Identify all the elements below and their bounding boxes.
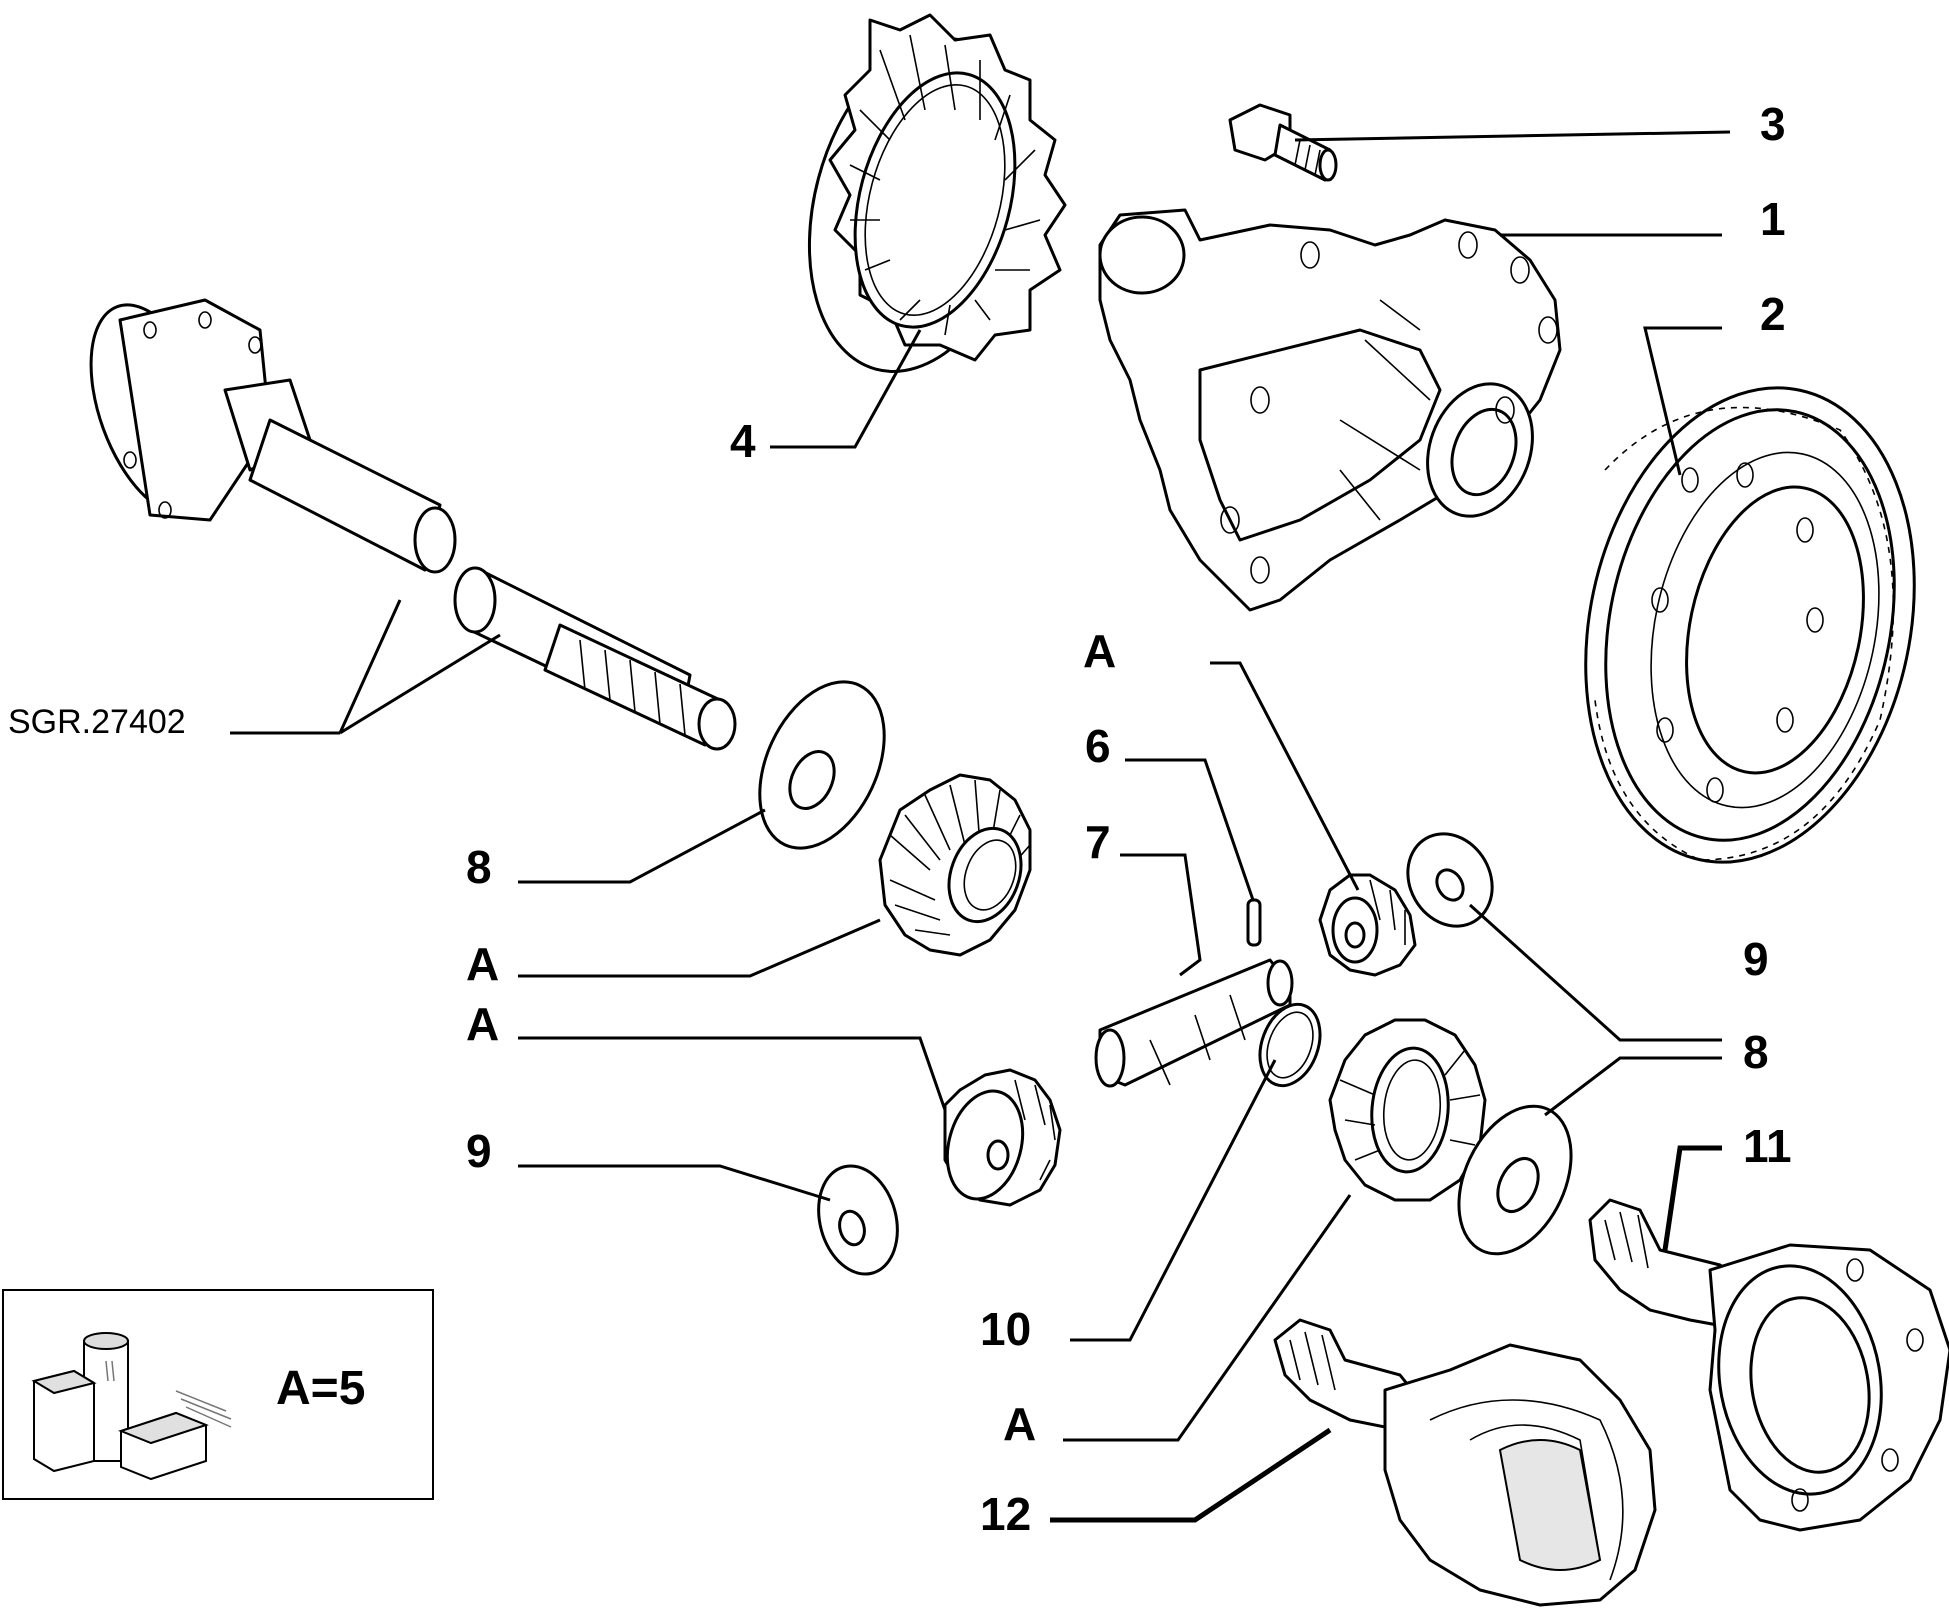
callout-a-bottom: A — [1003, 1398, 1036, 1450]
legend-box: A=5 — [2, 1289, 434, 1500]
callout-9-left: 9 — [466, 1125, 492, 1177]
callout-2: 2 — [1760, 288, 1786, 340]
callout-7: 7 — [1085, 816, 1111, 868]
side-gear-a-lower — [1328, 1018, 1487, 1202]
legend-quantity-text: A=5 — [276, 1362, 366, 1415]
differential-housing-1 — [1098, 208, 1562, 612]
snap-ring-10 — [1258, 1002, 1322, 1088]
callout-10: 10 — [980, 1303, 1031, 1355]
callout-11: 11 — [1743, 1120, 1792, 1172]
callout-9-right: 9 — [1743, 933, 1769, 985]
side-gear-a-upper — [878, 773, 1032, 957]
parts-kit-icon — [31, 1332, 232, 1481]
callout-3: 3 — [1760, 98, 1786, 150]
callout-a-top: A — [1083, 625, 1116, 677]
callout-1: 1 — [1760, 193, 1786, 245]
callout-a-left-upper: A — [466, 938, 499, 990]
thrust-washer-8-left — [758, 680, 886, 850]
planet-pinion-a-lower — [943, 1068, 1062, 1207]
ring-gear-4 — [807, 13, 1067, 373]
leader-lines — [230, 130, 1731, 1523]
callout-8-left: 8 — [466, 841, 492, 893]
thrust-washer-9-right — [1406, 832, 1494, 928]
reference-code: SGR.27402 — [8, 703, 186, 741]
callout-8-right: 8 — [1743, 1026, 1769, 1078]
output-flange-11 — [1588, 1198, 1949, 1532]
callout-a-left-lower: A — [466, 998, 499, 1050]
roll-pin-6 — [1246, 898, 1262, 947]
drive-shaft — [89, 298, 737, 751]
tripod-housing-12 — [1273, 1318, 1657, 1607]
bolt-3 — [1228, 103, 1338, 182]
callout-6: 6 — [1085, 720, 1111, 772]
callout-4: 4 — [730, 415, 756, 467]
pinion-shaft-7 — [1094, 958, 1294, 1088]
planet-pinion-a-upper — [1318, 873, 1417, 977]
crown-wheel-2 — [1584, 386, 1916, 864]
callout-12: 12 — [980, 1488, 1031, 1540]
thrust-washer-8-right — [1457, 1104, 1573, 1256]
thrust-washer-9-left — [817, 1164, 899, 1276]
